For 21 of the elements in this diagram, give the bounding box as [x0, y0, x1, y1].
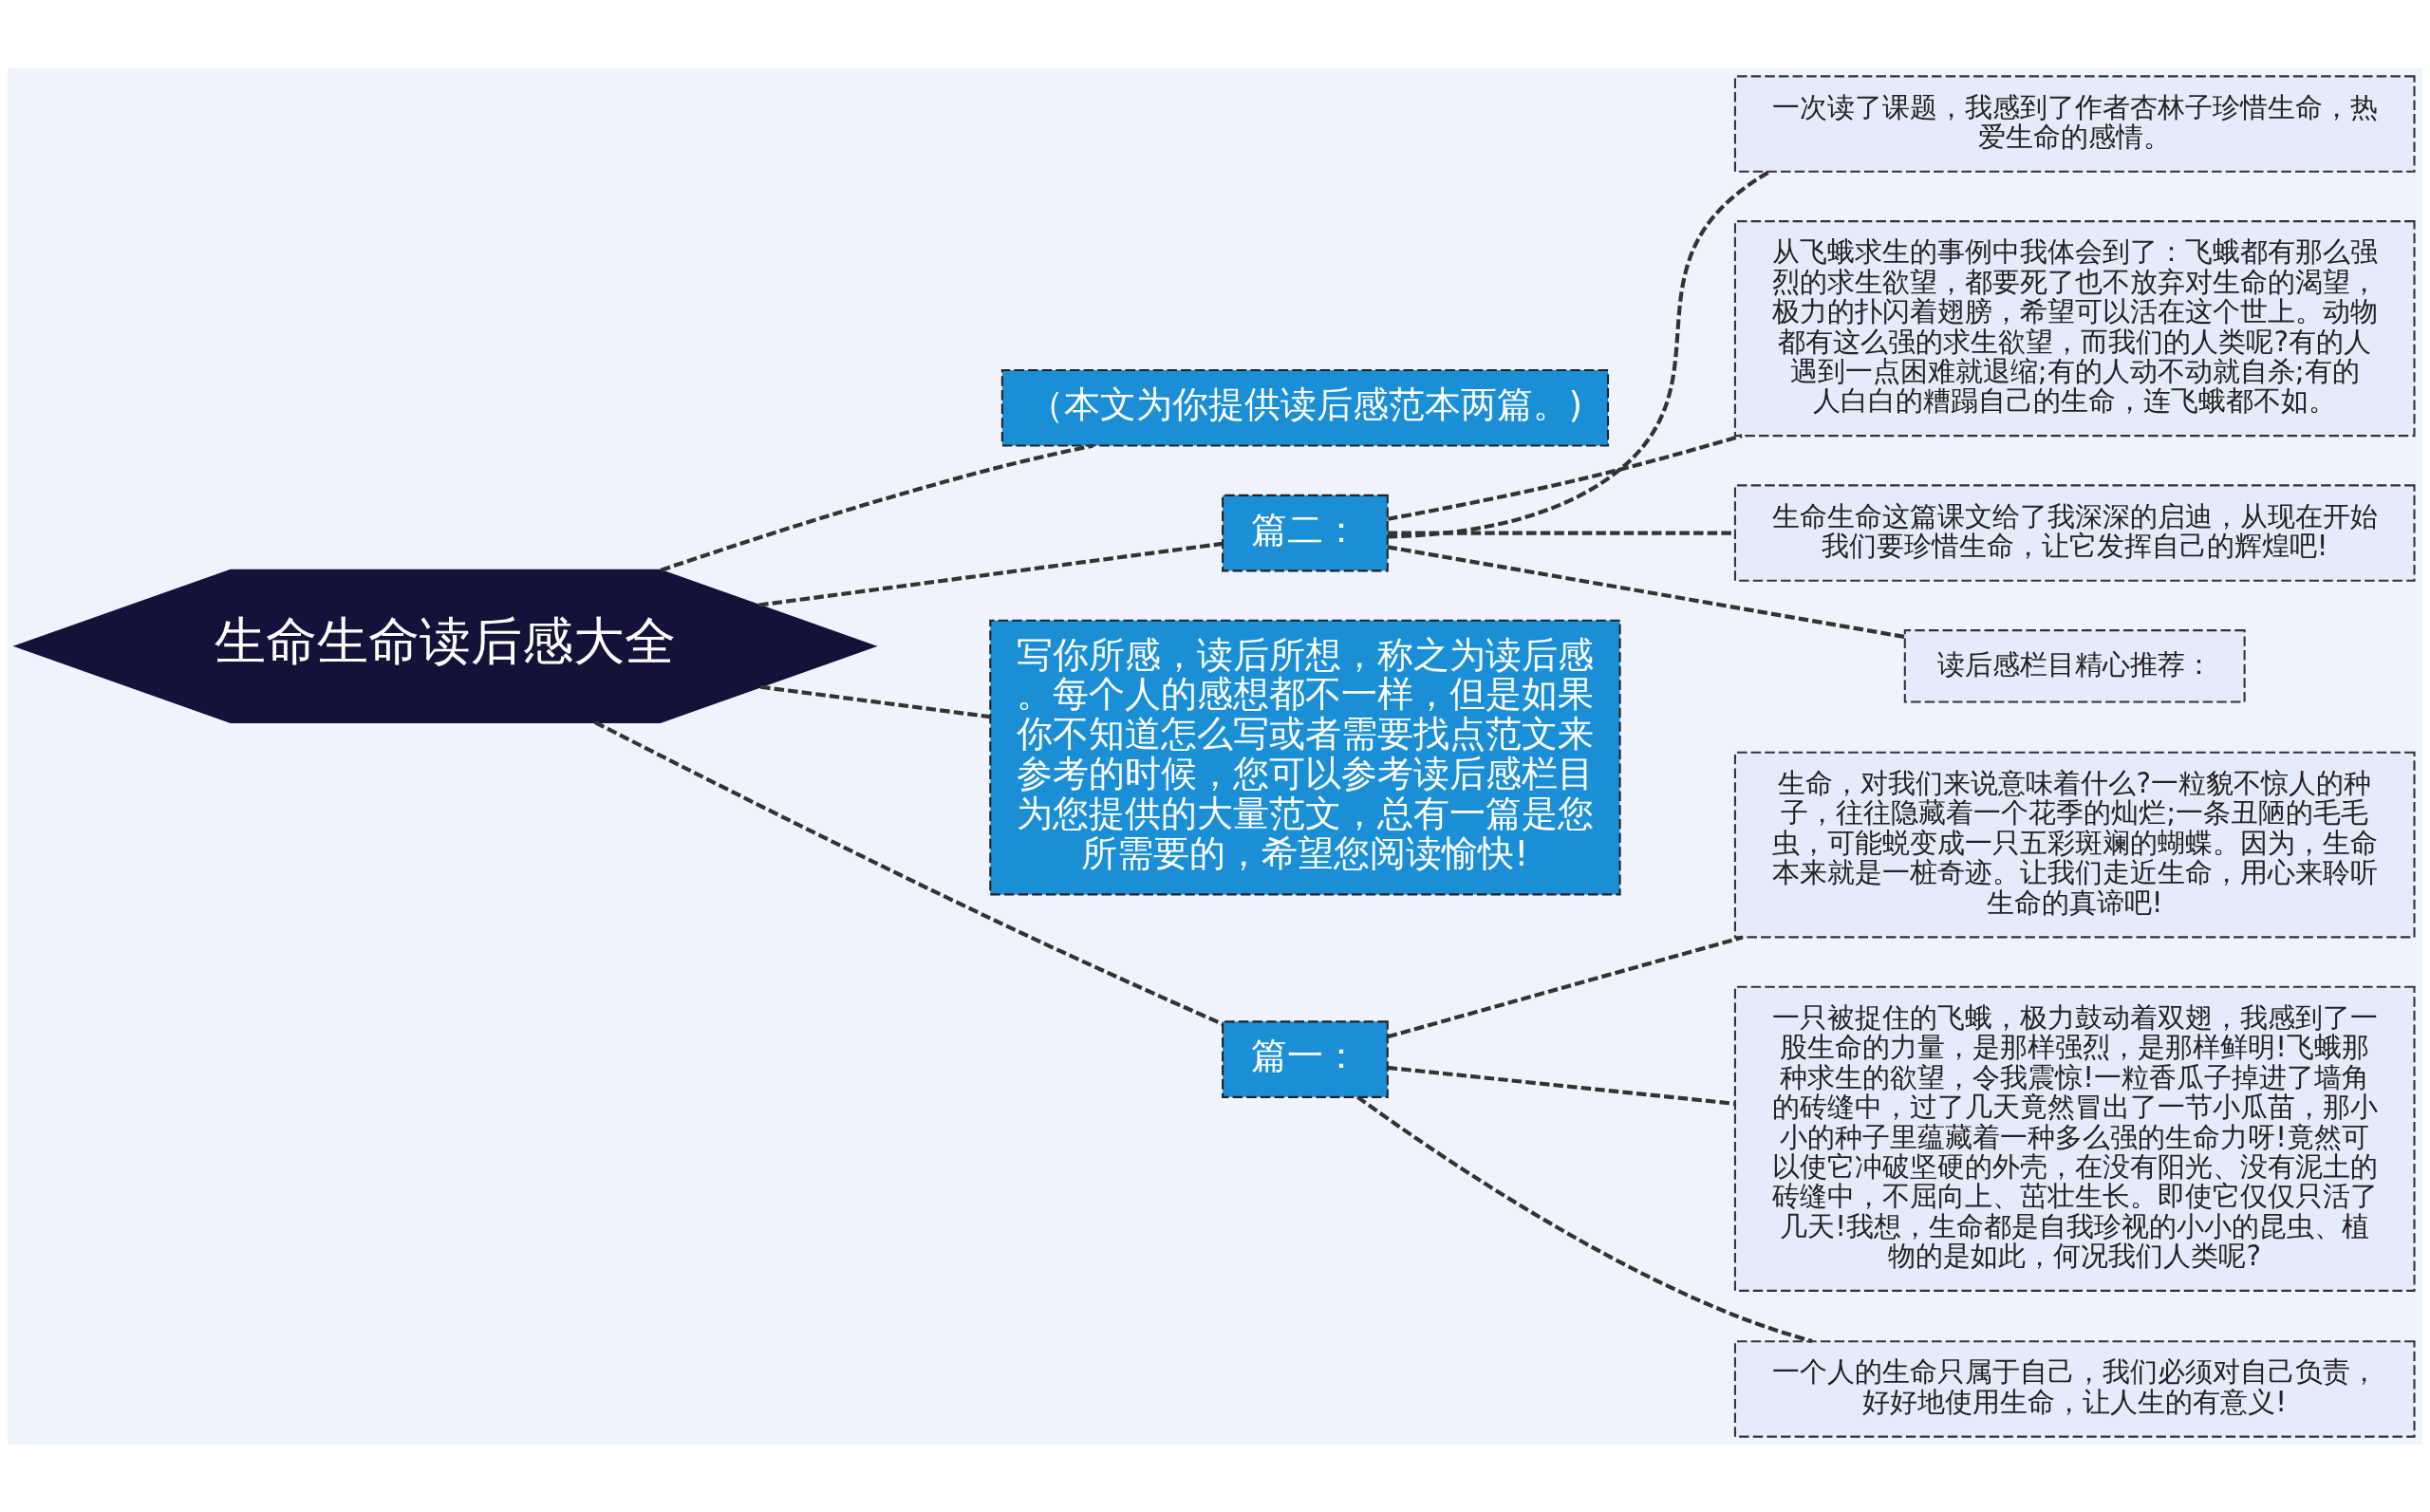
node-box: 生命，对我们来说意味着什么?一粒貌不惊人的种子，往往隐藏着一个花季的灿烂;一条丑陋的毛毛虫，可能蜕变成一只五彩斑斓的蝴蝶。因为，生命本来就是一桩奇迹。让我们走近生命，用心来聆听生命的真谛吧! [1733, 751, 2416, 938]
connector [594, 719, 1224, 1026]
node-box: 一个人的生命只属于自己，我们必须对自己负责，好好地使用生命，让人生的有意义! [1733, 1339, 2416, 1438]
connector [660, 443, 1094, 572]
connector [760, 684, 990, 719]
connector [758, 541, 1224, 607]
node-box: （本文为你提供读后感范本两篇。) [1000, 368, 1610, 447]
node-box: 一只被捉住的飞蛾，极力鼓动着双翅，我感到了一股生命的力量，是那样强烈，是那样鲜明!飞蛾那种求生的欲望，令我震惊!一粒香瓜子掉进了墙角的砖缝中，过了几天竟然冒出了一节小瓜苗，那小小的种子里蕴藏着一种多么强的生命力呀!竟然可以使它冲破坚硬的外壳，在没有阳光、没有泥土的砖缝中，不屈向上、茁壮生长。即使它仅仅只活了几天!我想，生命都是自我珍视的小小的昆虫、植物的是如此，何况我们人类呢? [1733, 985, 2416, 1292]
connector [1387, 544, 1906, 639]
node-box: 生命生命这篇课文给了我深深的启迪，从现在开始我们要珍惜生命，让它发挥自己的辉煌吧! [1733, 483, 2416, 582]
connector [1387, 935, 1744, 1038]
node-box: 一次读了课题，我感到了作者杏林子珍惜生命，热爱生命的感情。 [1733, 74, 2416, 173]
node-box: 篇一： [1222, 1019, 1389, 1098]
connector [1387, 1065, 1735, 1106]
connector [1387, 169, 1770, 538]
connector [1356, 1094, 1813, 1343]
connector [1387, 433, 1743, 521]
node-box: 读后感栏目精心推荐： [1903, 628, 2246, 702]
node-box: 篇二： [1222, 494, 1389, 571]
node-box: 写你所感，读后所想，称之为读后感。每个人的感想都不一样，但是如果你不知道怎么写或者需要找点范文来参考的时候，您可以参考读后感栏目为您提供的大量范文，总有一篇是您所需要的，希望您阅读愉快! [989, 619, 1621, 895]
node-box: 从飞蛾求生的事例中我体会到了：飞蛾都有那么强烈的求生欲望，都要死了也不放弃对生命的渴望，极力的扑闪着翅膀，希望可以活在这个世上。动物都有这么强的求生欲望，而我们的人类呢?有的人遇到一点困难就退缩;有的人动不动就自杀;有的人白白的糟蹋自己的生命，连飞蛾都不如。 [1733, 219, 2416, 437]
